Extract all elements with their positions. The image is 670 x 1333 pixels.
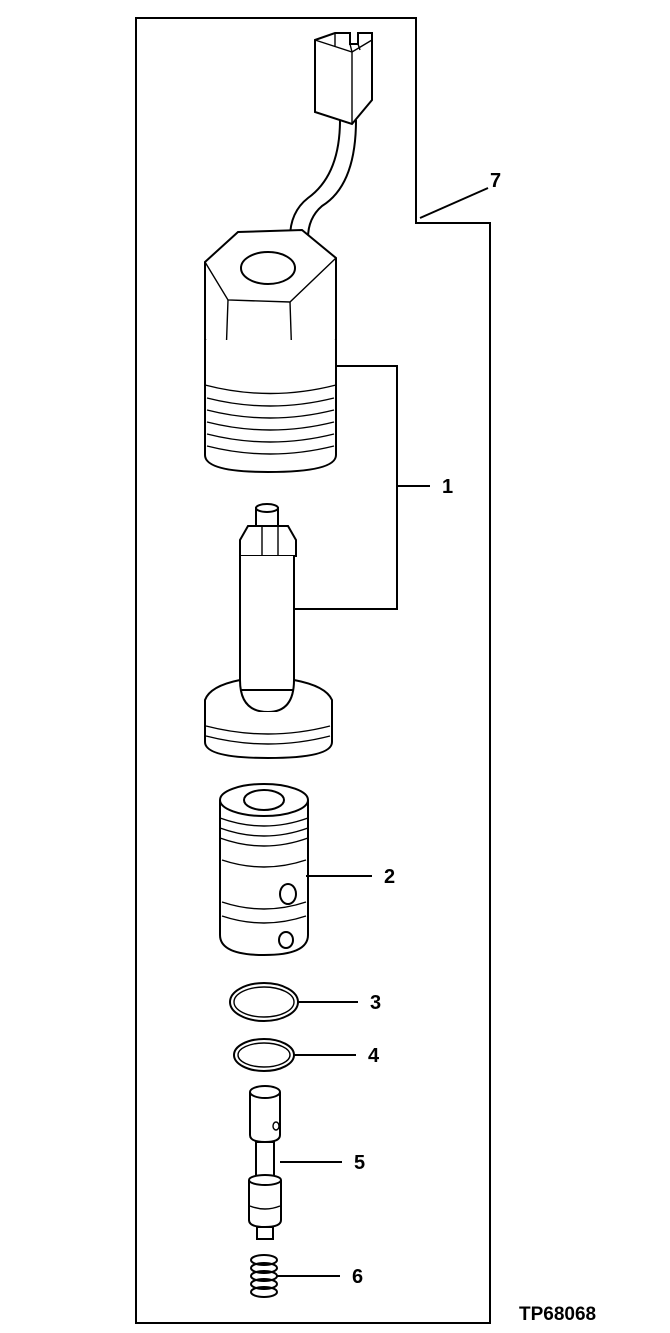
spring (250, 1254, 278, 1298)
assembly-boundary (135, 17, 491, 1324)
leader-line-7 (419, 187, 489, 219)
callout-2: 2 (384, 866, 395, 888)
armature-tube (204, 503, 333, 760)
callout-1: 1 (442, 476, 453, 498)
callout-5: 5 (354, 1152, 365, 1174)
callout-7: 7 (490, 170, 501, 192)
callout-6: 6 (352, 1266, 363, 1288)
figure-id: TP68068 (519, 1304, 596, 1325)
cartridge-body (219, 783, 309, 957)
spool (248, 1085, 282, 1240)
o-ring-3 (229, 982, 299, 1022)
leader-line-1 (294, 365, 430, 610)
o-ring-4 (233, 1038, 295, 1072)
solenoid-coil (204, 32, 373, 474)
callout-4: 4 (368, 1045, 380, 1067)
callout-3: 3 (370, 992, 381, 1014)
